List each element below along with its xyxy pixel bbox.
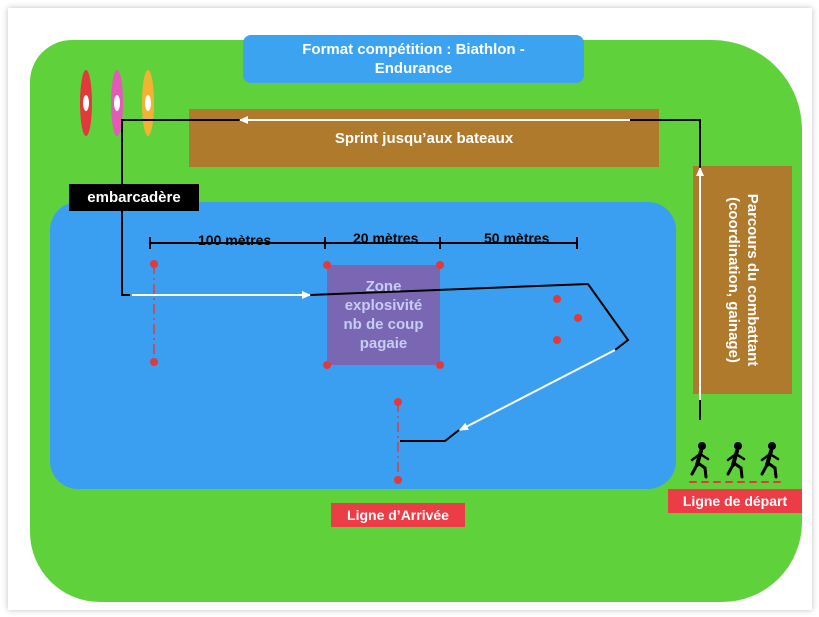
buoy-icon [394, 398, 402, 406]
title-box: Format compétition : Biathlon - Enduranc… [243, 35, 584, 83]
buoy-icon [394, 476, 402, 484]
runner-icon [726, 442, 746, 479]
buoy-icon [436, 261, 444, 269]
course-path-finish [400, 429, 460, 442]
finish-line-label-box: Ligne d’Arrivée [331, 503, 465, 527]
explosive-zone: Zone explosivité nb de coup pagaie [327, 265, 440, 365]
turn-buoys [553, 295, 582, 344]
kayak-icon [111, 70, 123, 136]
buoy-icon [323, 261, 331, 269]
distance-scale [149, 237, 578, 249]
course-path-return [309, 282, 630, 351]
buoy-icon [553, 336, 561, 344]
finish-gate [394, 398, 402, 484]
embarcadere-label-box: embarcadère [69, 184, 199, 211]
buoy-icon [553, 295, 561, 303]
sprint-track: Sprint jusqu’aux bateaux [189, 109, 659, 167]
kayak-icon [142, 70, 154, 136]
runner-icon [760, 442, 780, 479]
title-line-1: Format compétition : Biathlon - [302, 41, 525, 58]
zone-buoys [323, 261, 444, 369]
buoy-icon [574, 314, 582, 322]
obstacle-course [693, 166, 792, 394]
kayak-icon [80, 70, 92, 136]
embarcadere-label: embarcadère [87, 189, 181, 206]
arrow-icon [459, 349, 616, 431]
buoy-icon [436, 361, 444, 369]
explosive-zone-label: Zone explosivité nb de coup pagaie [343, 278, 424, 352]
finish-line-label: Ligne d’Arrivée [347, 507, 449, 523]
start-line-label: Ligne de départ [682, 493, 788, 509]
buoy-icon [150, 358, 158, 366]
buoy-icon [150, 260, 158, 268]
buoy-gate [150, 260, 158, 366]
runners [689, 442, 787, 483]
start-line-label-box: Ligne de départ [668, 489, 802, 513]
sprint-label: Sprint jusqu’aux bateaux [334, 129, 514, 147]
title-line-2: Endurance [374, 60, 453, 77]
buoy-icon [323, 361, 331, 369]
course-path [121, 119, 701, 420]
runner-icon [690, 442, 710, 479]
